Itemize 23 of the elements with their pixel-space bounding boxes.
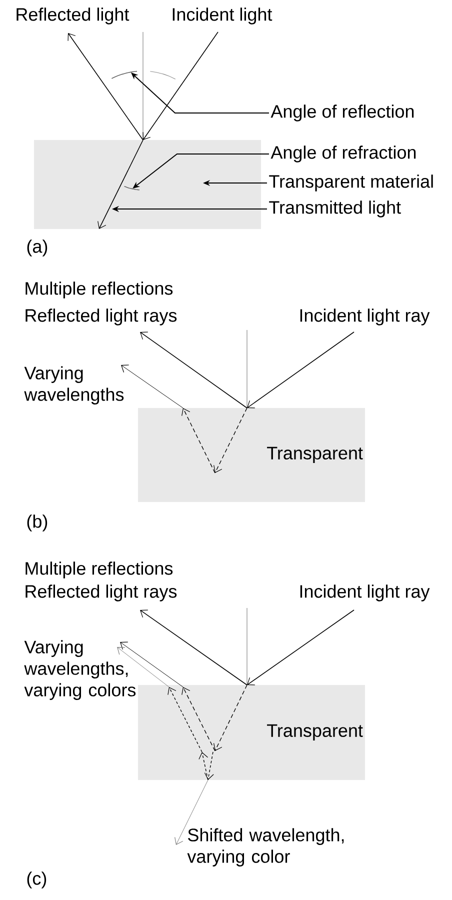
leader-line <box>131 72 270 114</box>
text-label: Incident light <box>172 8 272 24</box>
material-block: Transparent <box>138 685 365 780</box>
text-label: Reflected light <box>16 8 130 24</box>
text-label: Reflected light rays <box>26 308 177 326</box>
text-label: Reflected light rays <box>26 584 177 602</box>
angle-arc <box>111 70 138 79</box>
text-label: Multiple reflections <box>26 282 173 298</box>
text-label: Incident light ray <box>300 308 430 326</box>
callout-text: Angle of reflection <box>270 104 414 122</box>
panel-label: (c) <box>27 872 46 888</box>
panel-label: (a) <box>27 240 48 256</box>
callout-text: Angle of refraction <box>270 146 416 162</box>
material-block <box>34 140 261 229</box>
panel-label: (b) <box>27 514 48 532</box>
callout-text: Transparent material <box>269 174 433 192</box>
text-label: Varying wavelengths <box>24 366 124 404</box>
text-label: Incident light ray <box>300 584 430 602</box>
text-label: Shifted wavelength, varying color <box>187 828 344 866</box>
callout-text: Transmitted light <box>269 200 401 218</box>
text-label: Multiple reflections <box>26 562 173 578</box>
material-block: Transparent <box>138 408 365 502</box>
text-label: Varying wavelengths, varying colors <box>24 640 136 700</box>
